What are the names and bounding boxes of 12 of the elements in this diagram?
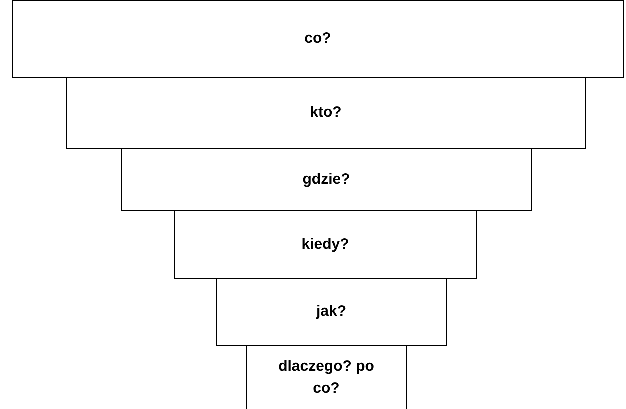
level-label: gdzie? [302,170,350,190]
level-box [121,148,532,211]
level-box [174,210,477,279]
level-label: dlaczego? po co? [278,356,376,398]
level-box [216,278,447,346]
level-box [246,345,407,409]
level-label: kto? [310,103,342,123]
level-label: co? [304,29,332,49]
level-box [66,77,586,149]
level-label: kiedy? [302,234,350,254]
level-box [12,0,624,78]
level-label: jak? [316,302,346,322]
